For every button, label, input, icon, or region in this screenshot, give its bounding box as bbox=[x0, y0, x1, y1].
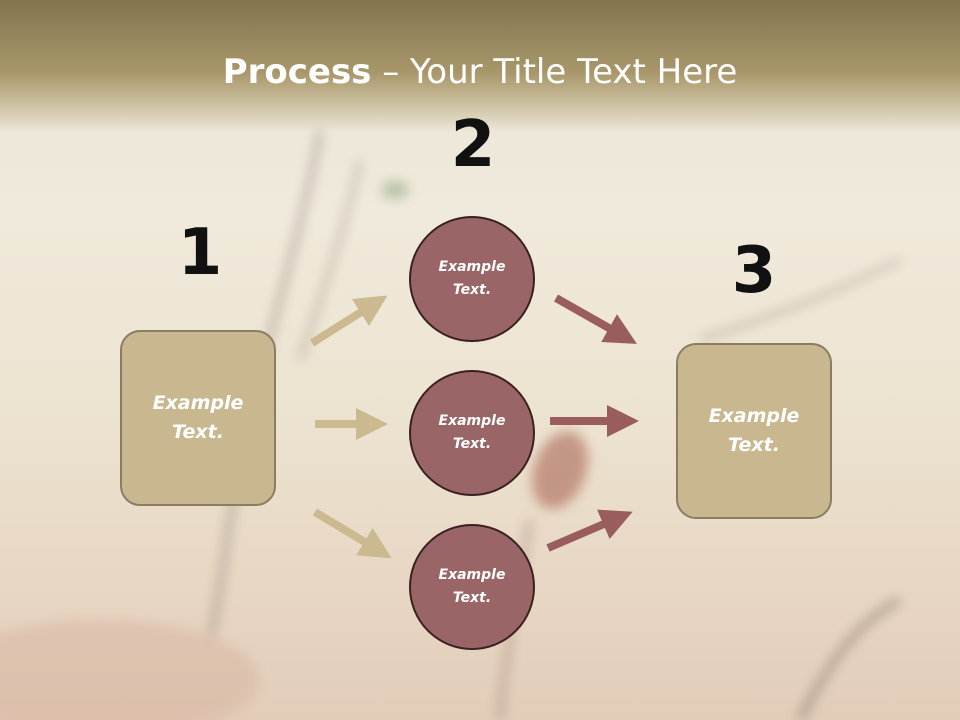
step-3-box: Example Text. bbox=[676, 343, 832, 519]
step-number-1: 1 bbox=[177, 216, 223, 290]
arrow-box1-to-circle-bottom bbox=[312, 508, 392, 559]
title-bar bbox=[0, 0, 960, 132]
arrow-circle-top-to-box3 bbox=[554, 294, 637, 344]
step-1-box-text: Example Text. bbox=[152, 392, 244, 443]
step-2-circle-top-text: Example Text. bbox=[438, 259, 506, 298]
title-rest: – Your Title Text Here bbox=[371, 52, 738, 92]
arrow-box1-to-circle-top bbox=[309, 295, 388, 347]
step-2-circle-bottom-text: Example Text. bbox=[438, 567, 506, 606]
step-number-3: 3 bbox=[731, 234, 777, 308]
step-2-circle-bottom: Example Text. bbox=[409, 524, 535, 650]
step-2-circle-top: Example Text. bbox=[409, 216, 535, 342]
step-1-box: Example Text. bbox=[120, 330, 276, 506]
arrow-circle-bottom-to-box3 bbox=[546, 509, 633, 552]
step-2-circle-middle-text: Example Text. bbox=[438, 413, 506, 452]
slide-title: Process – Your Title Text Here bbox=[0, 52, 960, 92]
step-3-box-text: Example Text. bbox=[708, 405, 800, 456]
step-2-circle-middle: Example Text. bbox=[409, 370, 535, 496]
title-bold: Process bbox=[222, 52, 372, 92]
step-number-2: 2 bbox=[450, 108, 496, 182]
